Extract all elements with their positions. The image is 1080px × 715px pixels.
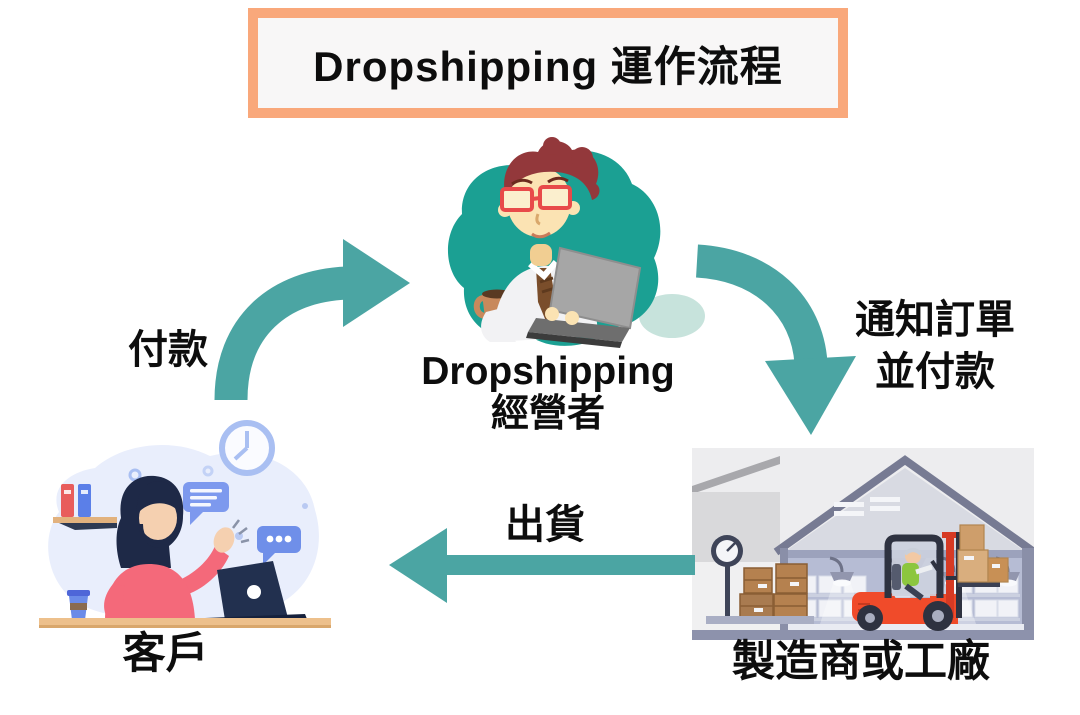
operator-illustration: [447, 137, 705, 348]
dot: [302, 503, 308, 509]
notify-arrow-icon: [695, 244, 856, 435]
speech-bubble-icon: [183, 482, 229, 525]
scale-icon: [711, 535, 743, 618]
clock-icon: [219, 420, 275, 476]
speech-bubble-dots-icon: [257, 526, 301, 565]
payment-arrow-label: 付款: [128, 328, 208, 372]
notify-arrow-label: 通知訂單 並付款: [840, 294, 1030, 398]
page-title: Dropshipping 運作流程: [313, 42, 783, 90]
factory-illustration: [692, 448, 1034, 640]
customer-label: 客戶: [122, 630, 209, 678]
customer-avatar: [104, 475, 250, 620]
payment-arrow-icon: [214, 239, 410, 401]
notify-arrow-label-line2: 並付款: [875, 350, 995, 394]
operator-label-line2: 經營者: [490, 392, 605, 435]
operator-avatar: [481, 137, 642, 348]
forklift-icon: [852, 524, 1009, 631]
ship-arrow-label: 出貨: [505, 503, 585, 547]
desk: [39, 618, 331, 628]
title-box: Dropshipping 運作流程: [248, 8, 848, 118]
dot-ring: [202, 465, 214, 477]
ship-arrow-icon: [389, 528, 695, 603]
laptop-icon: [526, 246, 642, 348]
factory-label: 製造商或工廠: [732, 638, 990, 686]
notify-arrow-label-line1: 通知訂單: [855, 298, 1015, 342]
crates-icon: [739, 563, 808, 619]
customer-illustration: [39, 420, 331, 628]
dot-ring: [128, 468, 142, 482]
glasses-icon: [500, 185, 572, 212]
cup-icon: [67, 590, 90, 620]
blob-accent: [639, 294, 705, 338]
shelf-icon: [53, 484, 117, 530]
operator-label-line1: Dropshipping: [421, 350, 675, 393]
operator-label: Dropshipping 經營者: [398, 350, 698, 436]
